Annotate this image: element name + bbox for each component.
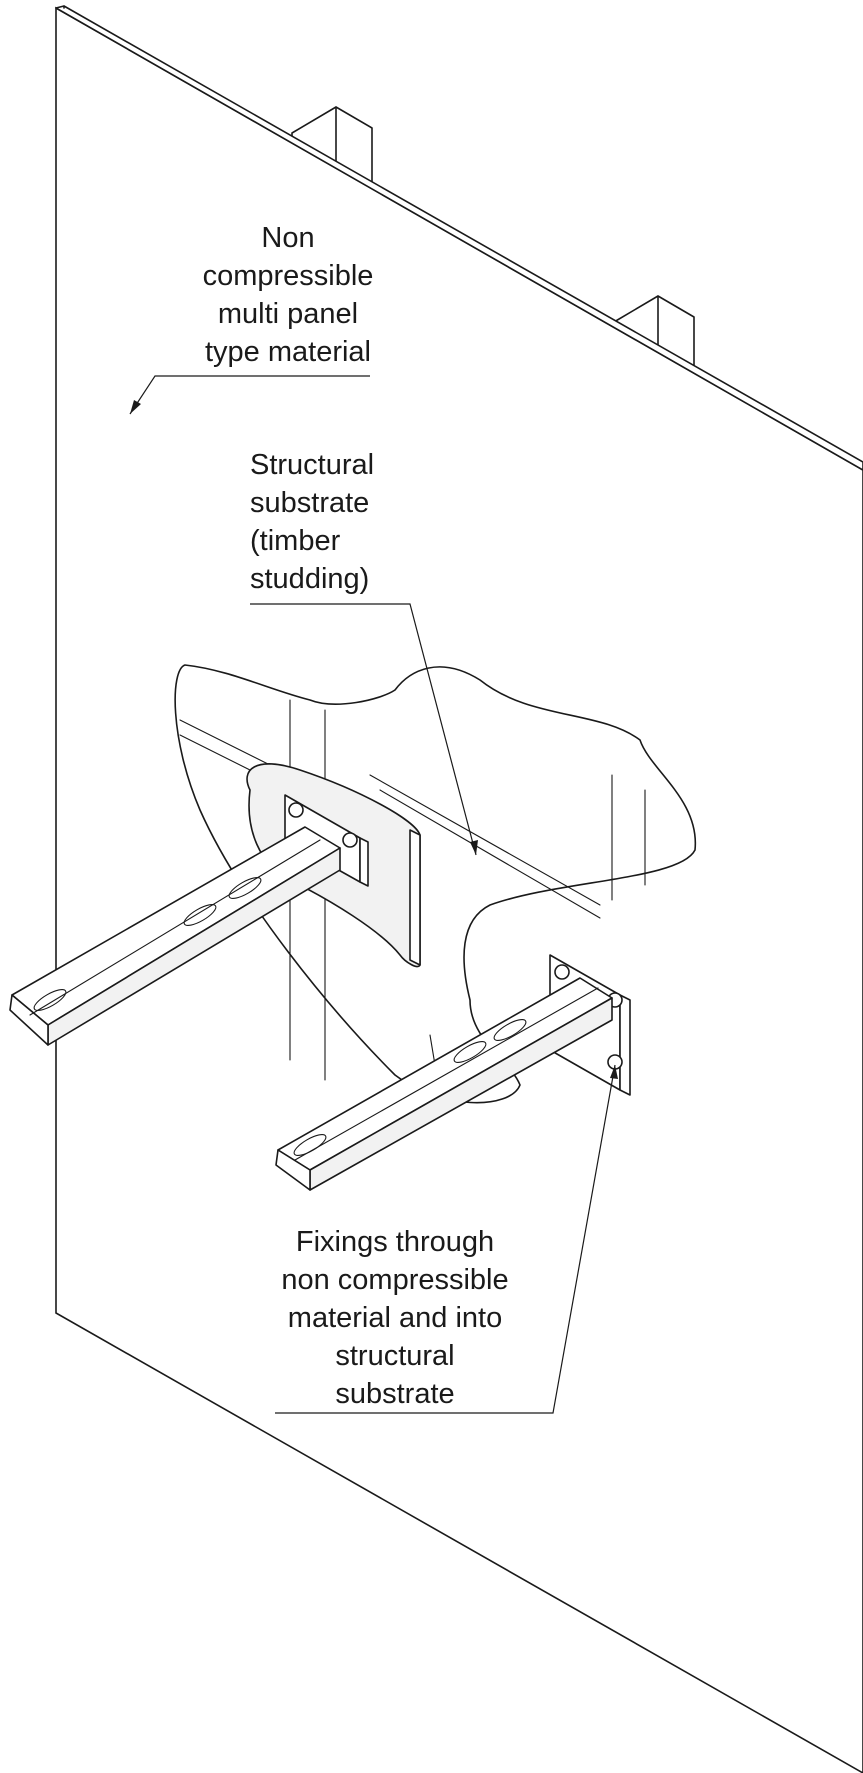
label-fixings-line-2: non compressible xyxy=(281,1264,509,1296)
leader-substrate xyxy=(250,603,478,856)
label-structural-substrate: Structural substrate (timber studding) xyxy=(250,446,450,598)
label-fixings-line-3: material and into xyxy=(287,1302,503,1334)
label-fixings-line-1: Fixings through xyxy=(295,1226,495,1258)
label-substrate-line-4: studding) xyxy=(250,563,370,595)
leader-fixings xyxy=(275,1064,618,1414)
label-panel-line-1: Non xyxy=(261,222,315,254)
label-substrate-line-2: substrate xyxy=(250,487,370,519)
leader-panel xyxy=(129,375,370,415)
label-substrate-line-3: (timber xyxy=(250,525,341,557)
label-panel-line-3: multi panel xyxy=(217,298,359,330)
label-panel-material: Non compressible multi panel type materi… xyxy=(178,219,398,371)
label-fixings-line-5: substrate xyxy=(335,1378,455,1410)
label-substrate-line-1: Structural xyxy=(250,449,375,481)
label-fixings: Fixings through non compressible materia… xyxy=(255,1223,535,1413)
label-panel-line-2: compressible xyxy=(202,260,374,292)
bracket-upper xyxy=(9,763,421,1046)
bracket-lower xyxy=(275,954,631,1191)
label-panel-line-4: type material xyxy=(204,336,371,368)
label-fixings-line-4: structural xyxy=(335,1340,455,1372)
